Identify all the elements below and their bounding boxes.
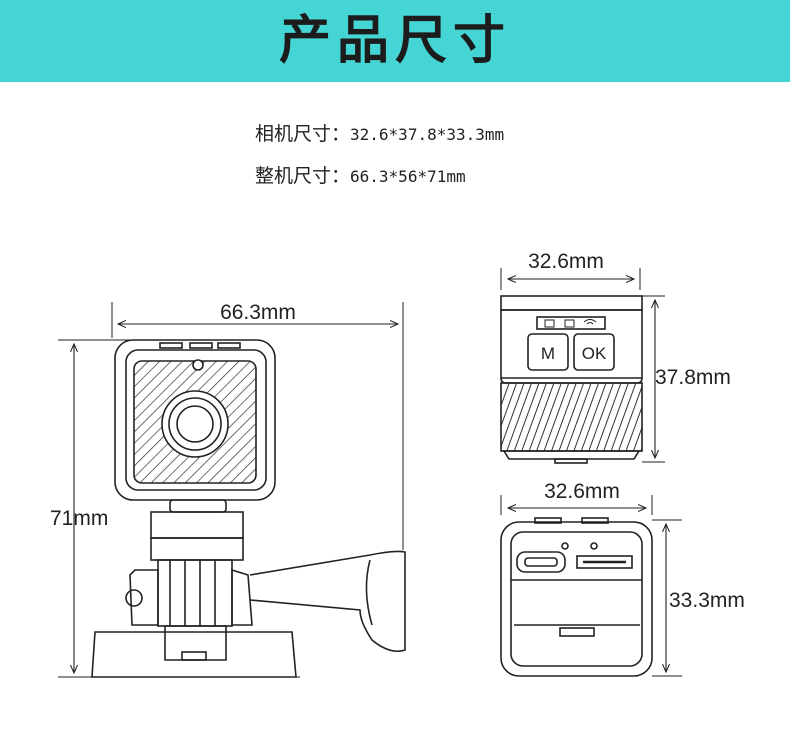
dim-width-front: 32.6mm bbox=[528, 250, 604, 273]
camera-back-view bbox=[500, 495, 682, 677]
whole-size-value: 66.3*56*71mm bbox=[350, 167, 466, 186]
whole-assembly-drawing bbox=[58, 302, 406, 678]
whole-size-spec: 整机尺寸：66.3*56*71mm bbox=[255, 161, 466, 188]
dim-width-whole: 66.3mm bbox=[220, 301, 296, 324]
dim-width-back: 32.6mm bbox=[544, 480, 620, 503]
camera-front-view bbox=[114, 339, 276, 513]
dim-height-whole: 71mm bbox=[50, 507, 108, 530]
ok-button-label: OK bbox=[582, 344, 607, 363]
mode-button-drawing bbox=[527, 333, 569, 371]
camera-size-spec: 相机尺寸：32.6*37.8*33.3mm bbox=[255, 119, 504, 146]
mode-button-label: M bbox=[541, 344, 555, 363]
whole-size-label: 整机尺寸： bbox=[255, 165, 351, 187]
ok-button-drawing bbox=[573, 333, 615, 371]
dim-depth-back: 33.3mm bbox=[669, 589, 745, 612]
usb-port-drawing bbox=[516, 551, 566, 573]
sd-slot-drawing bbox=[576, 555, 633, 569]
camera-size-value: 32.6*37.8*33.3mm bbox=[350, 125, 505, 144]
page-title: 产品尺寸 bbox=[278, 11, 511, 71]
dim-height-front: 37.8mm bbox=[655, 366, 731, 389]
camera-top-view bbox=[500, 268, 665, 464]
camera-size-label: 相机尺寸： bbox=[255, 123, 351, 145]
mount-drawing bbox=[91, 550, 406, 678]
header-banner: 产品尺寸 bbox=[0, 0, 790, 82]
